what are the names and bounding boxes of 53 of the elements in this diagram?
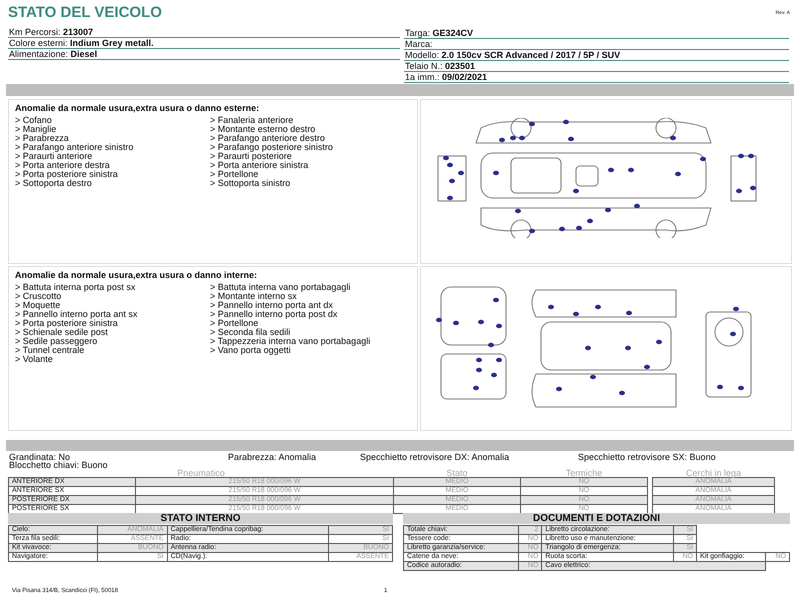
list-item: > Parabrezza [15,134,70,143]
condition-text: Blocchetto chiavi: Buono [9,460,108,470]
list-item: > Seconda fila sedili [210,328,292,337]
anomaly-panel [8,99,418,264]
list-item: > Cruscotto [15,292,62,301]
list-item: > Battuta interna vano portabagagli [210,283,352,292]
field-text: Telaio N.: 023501 [405,61,476,71]
list-item: > Maniglie [15,125,58,134]
field-text: Km Percorsi: 213007 [9,27,94,37]
list-item: > Tappezzeria interna vano portabagagli [210,337,372,346]
page-title: STATO DEL VEICOLO [8,4,162,21]
list-item: > Portellone [210,319,260,328]
list-item: > Pannello interno porta post dx [210,310,338,319]
list-item: > Pannello interno porta ant dx [210,301,334,310]
list-item: > Porta anteriore sinistra [210,161,310,170]
condition-text: Parabrezza: Anomalia [228,452,316,462]
field-text: Alimentazione: Diesel [9,49,98,59]
list-item: > Pannello interno porta ant sx [15,310,138,319]
list-item: > Schienale sedile post [15,328,109,337]
list-item: > Portellone [210,170,260,179]
field-text: Targa: GE324CV [405,28,474,38]
list-item: > Paraurti anteriore [15,152,94,161]
list-item: > Parafango posteriore sinistro [210,143,334,152]
list-item: > Sottoporta destro [15,179,93,188]
panel-heading: Anomalie da normale usura,extra usura o danno esterne: [15,103,260,113]
list-item: > Moquette [15,301,62,310]
condition-text: Specchietto retrovisore DX: Anomalia [360,452,510,462]
list-item: > Porta posteriore sinistra [15,170,119,179]
list-item: > Montante interno sx [210,292,298,301]
condition-text: Grandinata: No [9,452,70,462]
list-item: > Paraurti posteriore [210,152,292,161]
list-item: > Tunnel centrale [15,346,84,355]
section-title: DOCUMENTI E DOTAZIONI [403,513,790,524]
list-item: > Battuta interna porta post sx [15,283,136,292]
list-item: > Vano porta oggetti [210,346,292,355]
section-title: STATO INTERNO [8,513,393,524]
list-item: > Cofano [15,116,53,125]
list-item: > Sedile passeggero [15,337,98,346]
list-item: > Parafango anteriore destro [210,134,326,143]
list-item: > Sottoporta sinistro [210,179,292,188]
list-item: > Parafango anteriore sinistro [15,143,134,152]
field-text: 1a imm.: 09/02/2021 [405,72,488,82]
list-item: > Volante [15,355,54,364]
field-text: Modello: 2.0 150cv SCR Advanced / 2017 / 5P / SUV [405,50,620,60]
condition-text: Specchietto retrovisore SX: Buono [578,452,716,462]
list-item: > Montante esterno destro [210,125,316,134]
list-item: > Fanaleria anteriore [210,116,294,125]
list-item: > Porta posteriore sinistra [15,319,119,328]
list-item: > Porta anteriore destra [15,161,111,170]
panel-heading: Anomalie da normale usura,extra usura o danno interne: [15,270,258,280]
field-text: Colore esterni: Indium Grey metall. [9,38,154,48]
anomaly-panel [8,266,418,431]
field-text: Marca: [405,39,433,49]
